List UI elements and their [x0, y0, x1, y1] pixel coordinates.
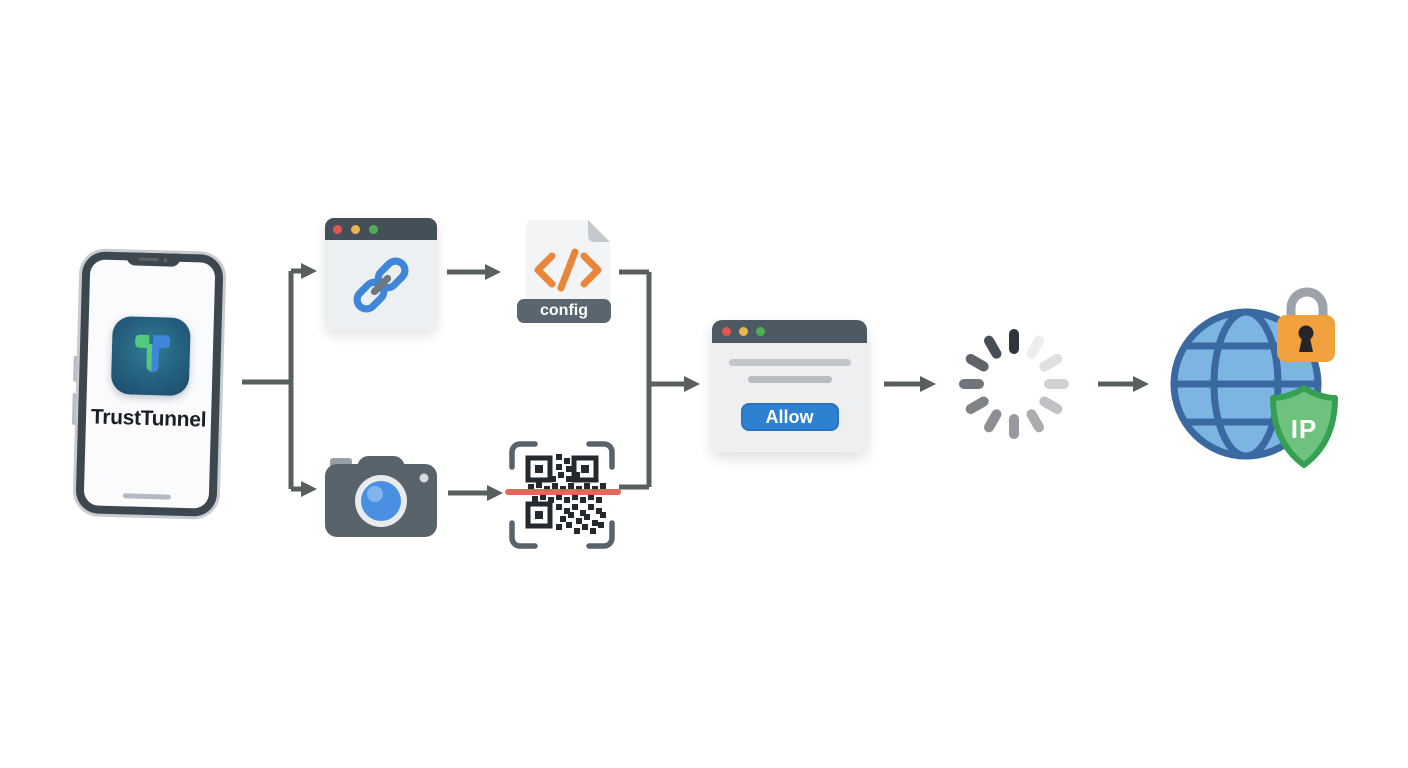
- window-titlebar: [325, 218, 437, 240]
- arrowhead-to-config: [485, 264, 501, 280]
- ip-shield-icon: [1270, 385, 1338, 468]
- phone-notch: [125, 252, 181, 267]
- zoom-dot-icon: [369, 224, 378, 234]
- minimize-dot-icon: [739, 327, 748, 336]
- arrowhead-to-dialog: [684, 376, 700, 392]
- phone-volume-button: [71, 392, 77, 425]
- camera-icon: [325, 456, 437, 537]
- dialog-text-line: [728, 359, 851, 366]
- arrowhead-to-globe: [1133, 376, 1149, 392]
- scan-line: [505, 489, 621, 495]
- minimize-dot-icon: [351, 224, 360, 234]
- dialog-titlebar: [712, 320, 867, 343]
- config-file-icon: [526, 220, 610, 320]
- dialog-text-line: [747, 376, 832, 383]
- link-import-window: [325, 218, 437, 330]
- front-camera-dot: [163, 257, 168, 262]
- close-dot-icon: [722, 327, 731, 336]
- phone-branch-connector: [242, 268, 301, 492]
- link-icon: [353, 257, 409, 313]
- qr-code-icon: [505, 441, 621, 549]
- phone-bezel: TrustTunnel: [75, 251, 224, 517]
- phone-screen: TrustTunnel: [83, 259, 216, 509]
- arrowhead-to-link-window: [301, 263, 317, 279]
- home-indicator: [122, 493, 171, 500]
- spinner-icon: [959, 329, 1069, 439]
- config-file-label: config: [517, 299, 611, 323]
- allow-button[interactable]: Allow: [740, 403, 839, 431]
- phone: TrustTunnel: [71, 248, 227, 520]
- code-icon: [534, 248, 602, 292]
- speaker-slit: [138, 257, 159, 262]
- close-dot-icon: [333, 224, 342, 234]
- zoom-dot-icon: [756, 327, 765, 336]
- arrowhead-to-camera: [301, 481, 317, 497]
- phone-volume-button: [73, 355, 78, 382]
- arrowhead-to-spinner: [920, 376, 936, 392]
- secure-network-graphic: [1170, 287, 1338, 468]
- app-name-label: TrustTunnel: [90, 405, 207, 432]
- trusttunnel-app-icon: [110, 315, 191, 397]
- permission-dialog-window: Allow: [712, 320, 867, 452]
- ip-shield-label: IP: [1290, 414, 1318, 444]
- scan-frame-brackets: [509, 441, 615, 549]
- trusttunnel-logo-icon: [134, 334, 170, 373]
- padlock-icon: [1277, 287, 1335, 362]
